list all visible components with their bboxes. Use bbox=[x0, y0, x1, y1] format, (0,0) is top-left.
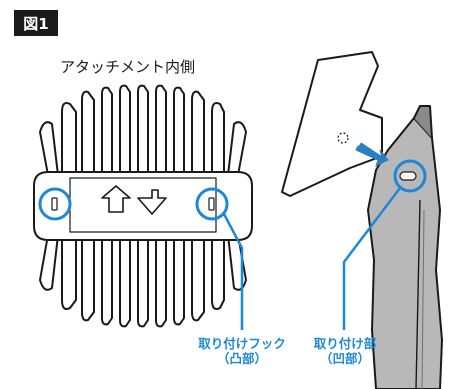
mount-highlight bbox=[393, 159, 427, 193]
up-arrow-icon bbox=[101, 185, 131, 213]
hook-callout-line2: （凸部） bbox=[216, 351, 267, 366]
down-arrow-icon bbox=[137, 189, 167, 215]
right-hook-highlight bbox=[195, 187, 229, 221]
trimmer-illustration bbox=[281, 51, 443, 389]
mount-callout-line1: 取り付け部 bbox=[313, 336, 377, 351]
hook-callout-line1: 取り付けフック bbox=[198, 336, 286, 351]
hook-callout: 取り付けフック （凸部） bbox=[180, 336, 304, 366]
left-hook-highlight bbox=[38, 187, 72, 221]
attachment-side-piece bbox=[281, 51, 383, 197]
mount-leader-line bbox=[342, 187, 401, 330]
comb-center-band bbox=[33, 171, 253, 241]
top-teeth bbox=[39, 84, 247, 176]
comb-attachment-illustration bbox=[33, 84, 253, 328]
mount-callout-line2: （凹部） bbox=[319, 351, 370, 366]
bottom-teeth bbox=[39, 234, 247, 328]
hook-leader-line bbox=[222, 213, 244, 330]
mount-callout: 取り付け部 （凹部） bbox=[298, 336, 392, 366]
figure-label-badge: 図1 bbox=[14, 10, 58, 36]
attachment-inner-caption: アタッチメント内側 bbox=[60, 58, 196, 76]
